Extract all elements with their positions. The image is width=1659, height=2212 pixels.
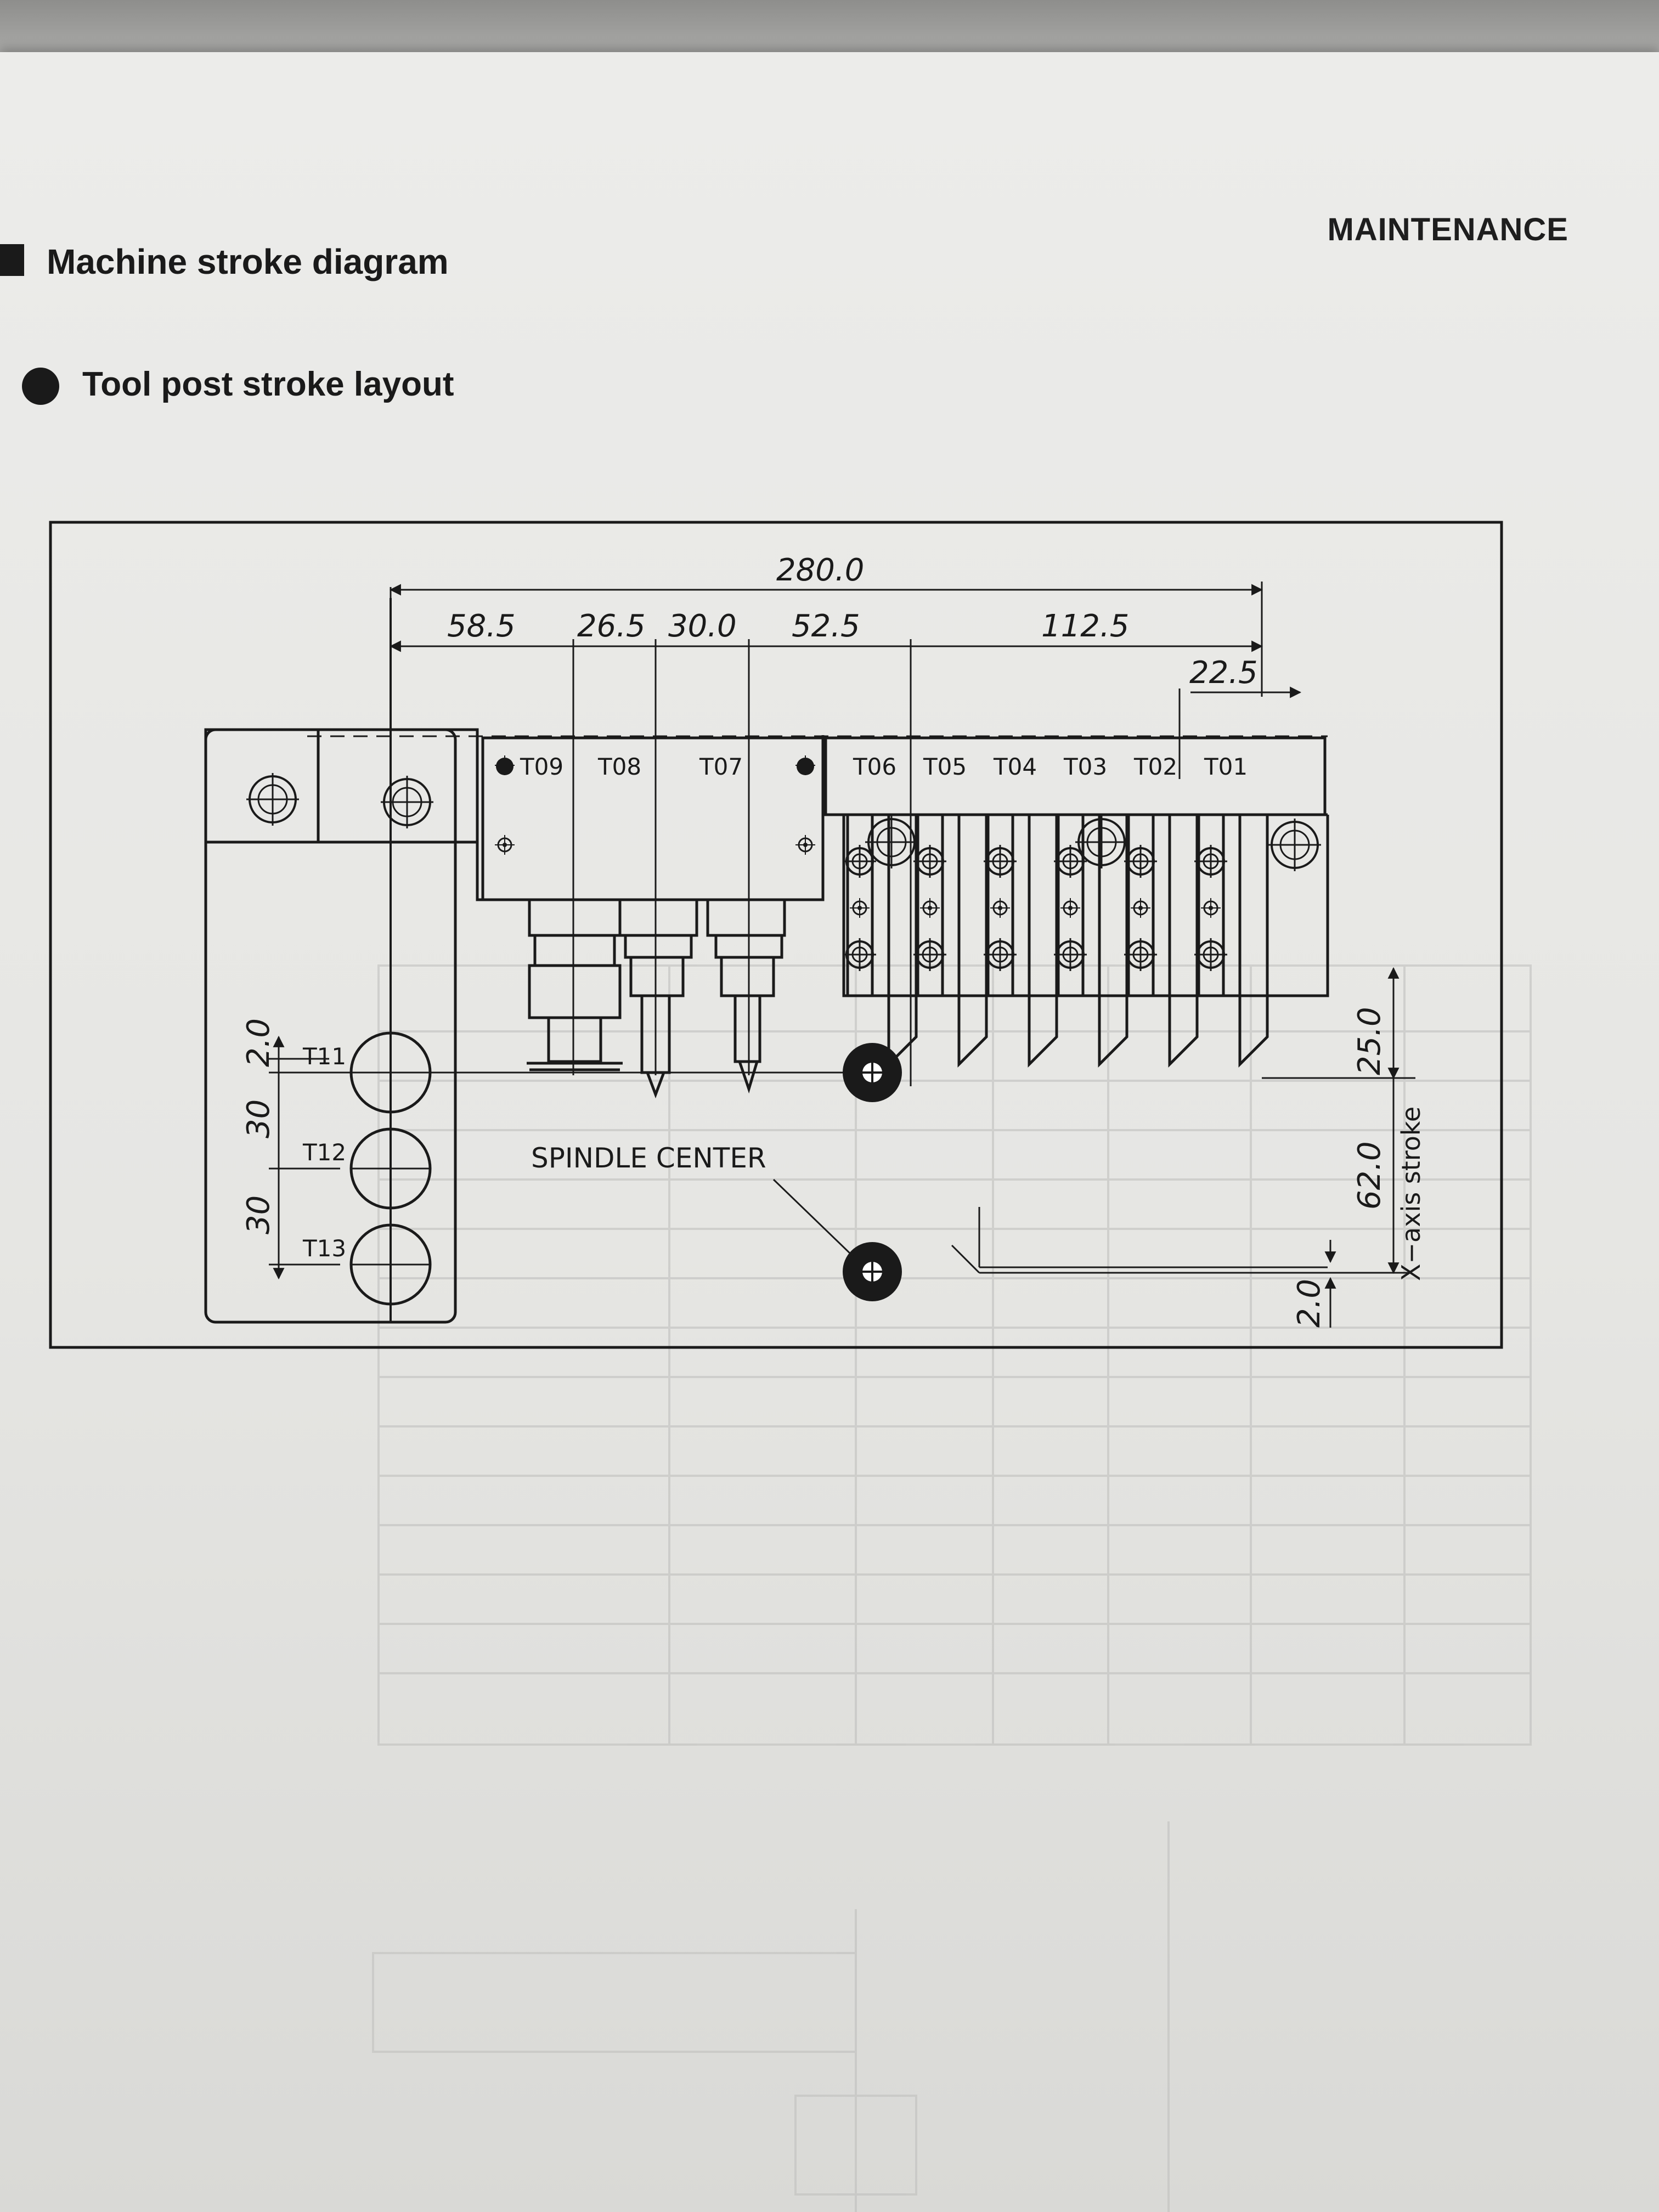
dimension-label: 22.5 — [1189, 655, 1258, 691]
dimension-label: 26.5 — [577, 608, 646, 644]
spindle-lines — [269, 1071, 1415, 1274]
diagram-frame — [49, 521, 1503, 1349]
page-title: Machine stroke diagram — [47, 242, 449, 281]
tool-blade — [1197, 815, 1269, 1068]
x-axis-dimension: 25.0 — [1352, 1007, 1387, 1075]
spindle-center-upper — [843, 1043, 902, 1102]
blade-screw-icon — [989, 897, 1011, 919]
side-tool-label: T11 — [302, 1043, 346, 1070]
mount-hole-icon — [245, 772, 300, 827]
tool-label: T05 — [923, 753, 967, 780]
tool-label: T04 — [993, 753, 1037, 780]
blade-screw-icon — [1200, 897, 1222, 919]
pitch-label: 30 — [241, 1099, 276, 1138]
blade-screw-icon — [1130, 897, 1152, 919]
section-subtitle: Tool post stroke layout — [82, 365, 454, 403]
tool-label: T03 — [1063, 753, 1107, 780]
x-axis-stroke-label: X−axis stroke — [1396, 1107, 1426, 1281]
mount-hole-icon — [1267, 817, 1322, 872]
drill-tool-block — [481, 736, 825, 1099]
tool-blade — [846, 815, 918, 1068]
spindle-leader-line — [772, 1178, 854, 1257]
tool-blade — [916, 815, 988, 1068]
tool-label: T01 — [1204, 753, 1248, 780]
side-tool-label: T13 — [302, 1235, 346, 1262]
turning-tool-block — [824, 736, 1329, 997]
tool-blade — [1057, 815, 1128, 1068]
blade-screw-icon — [1059, 897, 1081, 919]
tool-label: T02 — [1133, 753, 1177, 780]
side-tool-label: T12 — [302, 1139, 346, 1166]
dimension-label: 58.5 — [447, 608, 516, 644]
top-dimension-lines — [389, 582, 1302, 1086]
pitch-label: 2.0 — [241, 1018, 276, 1067]
spindle-center-lower — [843, 1242, 902, 1301]
drill-mount-hole-icon — [494, 834, 516, 856]
square-bullet-icon — [0, 244, 24, 276]
pitch-label: 30 — [241, 1195, 276, 1234]
tool-label: T06 — [853, 753, 896, 780]
blade-screw-icon — [849, 897, 871, 919]
section-label: MAINTENANCE — [1327, 212, 1568, 247]
spindle-center-label: SPINDLE CENTER — [531, 1142, 766, 1174]
x-axis-dimension: 2.0 — [1291, 1279, 1327, 1328]
dimension-label: 52.5 — [792, 608, 860, 644]
round-bullet-icon — [22, 368, 59, 405]
tool-label-row: T09 T08 T07 T06 T05 T04 T03 T02 T01 — [496, 753, 1248, 780]
tool-blades — [846, 815, 1269, 1068]
dimension-label: 112.5 — [1041, 608, 1129, 644]
dimension-label: 30.0 — [668, 608, 737, 644]
side-tool-holder — [204, 728, 825, 1324]
tool-label: T08 — [597, 753, 641, 780]
x-axis-dimension-lines — [1324, 967, 1400, 1328]
drill-mount-hole-icon — [794, 834, 816, 856]
tool-blade — [1127, 815, 1199, 1068]
dimension-overall: 280.0 — [776, 552, 864, 588]
tool-blade — [986, 815, 1058, 1068]
x-axis-dimension: 62.0 — [1352, 1141, 1387, 1210]
tool-label: T09 — [520, 753, 563, 780]
blade-screw-icon — [919, 897, 941, 919]
mount-hole-icon — [380, 775, 435, 830]
tool-label: T07 — [699, 753, 743, 780]
